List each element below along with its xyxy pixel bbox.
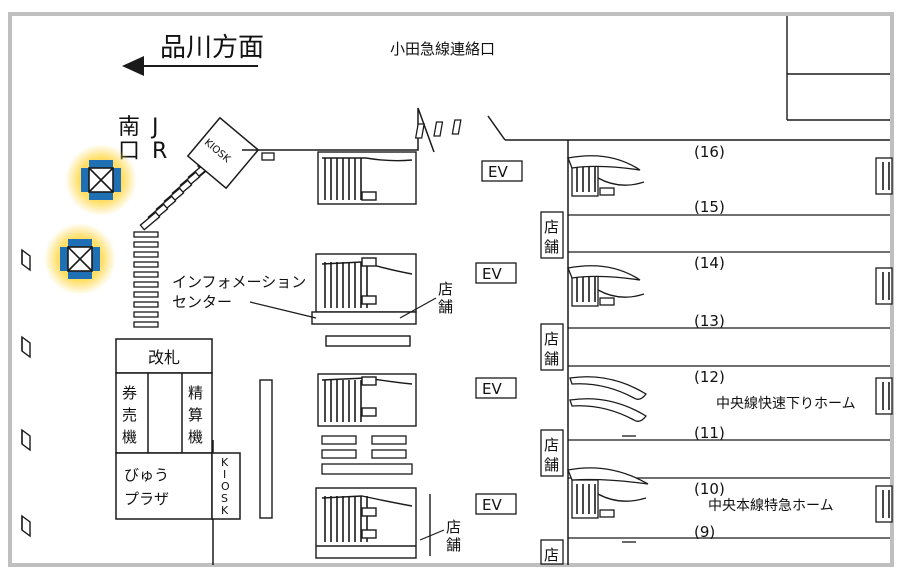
platform-escalators — [567, 155, 649, 543]
svg-text:プラザ: プラザ — [124, 490, 169, 508]
svg-text:舗: 舗 — [446, 536, 461, 554]
ticket-gate-block — [115, 338, 241, 520]
svg-text:店: 店 — [544, 546, 559, 564]
svg-text:店: 店 — [446, 518, 461, 536]
platform-14-label: (14) — [694, 254, 725, 272]
shop-center-upper: 店 舗 — [399, 280, 453, 319]
svg-text:EV: EV — [488, 163, 508, 181]
view-plaza-label: びゅう プラザ — [124, 466, 169, 508]
svg-text:精: 精 — [188, 384, 203, 402]
svg-text:インフォメーション: インフォメーション — [172, 273, 306, 291]
information-center: インフォメーション センター — [172, 273, 317, 319]
diagonal-steps — [133, 163, 209, 328]
chuo-rapid-down-platform-label: 中央線快速下りホーム — [716, 396, 856, 412]
platform-15-label: (15) — [694, 198, 725, 216]
concourse-pillar — [259, 379, 273, 519]
small-marker — [261, 152, 275, 161]
ev-box-3: EV — [475, 377, 517, 399]
svg-text:K: K — [221, 504, 229, 517]
central-benches — [321, 435, 413, 475]
svg-text:機: 機 — [122, 428, 137, 446]
shop-right-4: 店 — [540, 539, 564, 565]
ev-box-4: EV — [475, 493, 517, 515]
platform-10-label: (10) — [694, 480, 725, 498]
shop-right-2: 店 舗 — [540, 323, 564, 371]
svg-text:店: 店 — [544, 436, 559, 454]
direction-indicator: 品川方面 — [122, 33, 264, 76]
svg-text:舗: 舗 — [544, 238, 559, 256]
central-stair-4 — [315, 487, 431, 559]
svg-text:舗: 舗 — [544, 350, 559, 368]
platform-9-label: (9) — [694, 523, 715, 541]
svg-text:K: K — [221, 456, 229, 469]
kiosk-vertical-label: K I O S K — [221, 456, 230, 517]
right-edge-stairs — [875, 157, 893, 523]
jr-south-exit-label: 南 口 J R — [118, 115, 167, 164]
svg-text:O: O — [221, 480, 230, 493]
fare-adjustment-label: 精 算 機 — [188, 384, 203, 446]
platform-11-label: (11) — [694, 424, 725, 442]
svg-text:EV: EV — [482, 265, 502, 283]
direction-label: 品川方面 — [160, 33, 264, 63]
elevator-marker-lower[interactable] — [44, 223, 116, 295]
chuo-main-ltd-express-platform-label: 中央本線特急ホーム — [708, 498, 834, 514]
platform-13-label: (13) — [694, 312, 725, 330]
odakyu-transfer-exit-label: 小田急線連絡口 — [390, 40, 495, 58]
top-doors — [414, 119, 462, 139]
central-stair-3 — [317, 373, 417, 427]
svg-text:I: I — [223, 468, 226, 481]
svg-text:店: 店 — [438, 280, 453, 298]
svg-text:センター: センター — [172, 293, 232, 311]
svg-text:機: 機 — [188, 428, 203, 446]
central-stair-2 — [311, 253, 417, 347]
shop-right-3: 店 舗 — [540, 429, 564, 477]
platform-numbers: (16) (15) (14) (13) (12) (11) (10) (9) — [694, 143, 725, 541]
platform-lines — [568, 214, 890, 539]
ticket-gate-label: 改札 — [148, 348, 180, 367]
svg-text:店: 店 — [544, 218, 559, 236]
svg-text:S: S — [221, 492, 228, 505]
svg-text:舗: 舗 — [544, 456, 559, 474]
ticket-machine-label: 券 売 機 — [122, 384, 137, 446]
svg-text:EV: EV — [482, 496, 502, 514]
svg-text:南: 南 — [118, 115, 140, 140]
svg-text:券: 券 — [122, 384, 137, 402]
platform-12-label: (12) — [694, 368, 725, 386]
svg-text:J: J — [150, 115, 159, 140]
shop-right-1: 店 舗 — [540, 211, 564, 259]
ev-box-1: EV — [481, 160, 523, 182]
kiosk-top: KIOSK — [186, 116, 260, 190]
top-right-block — [786, 16, 890, 121]
svg-text:びゅう: びゅう — [124, 466, 169, 484]
svg-text:算: 算 — [188, 406, 203, 424]
elevator-marker-upper[interactable] — [65, 144, 137, 216]
svg-text:売: 売 — [122, 406, 137, 424]
left-edge-doors — [21, 248, 31, 538]
platform-16-label: (16) — [694, 143, 725, 161]
arrow-left-icon — [122, 56, 144, 76]
central-stair-1 — [317, 151, 417, 205]
ev-box-2: EV — [475, 262, 517, 284]
svg-text:EV: EV — [482, 380, 502, 398]
svg-text:R: R — [152, 139, 167, 164]
svg-text:店: 店 — [544, 330, 559, 348]
svg-text:舗: 舗 — [438, 298, 453, 316]
shop-center-lower: 店 舗 — [419, 518, 461, 554]
